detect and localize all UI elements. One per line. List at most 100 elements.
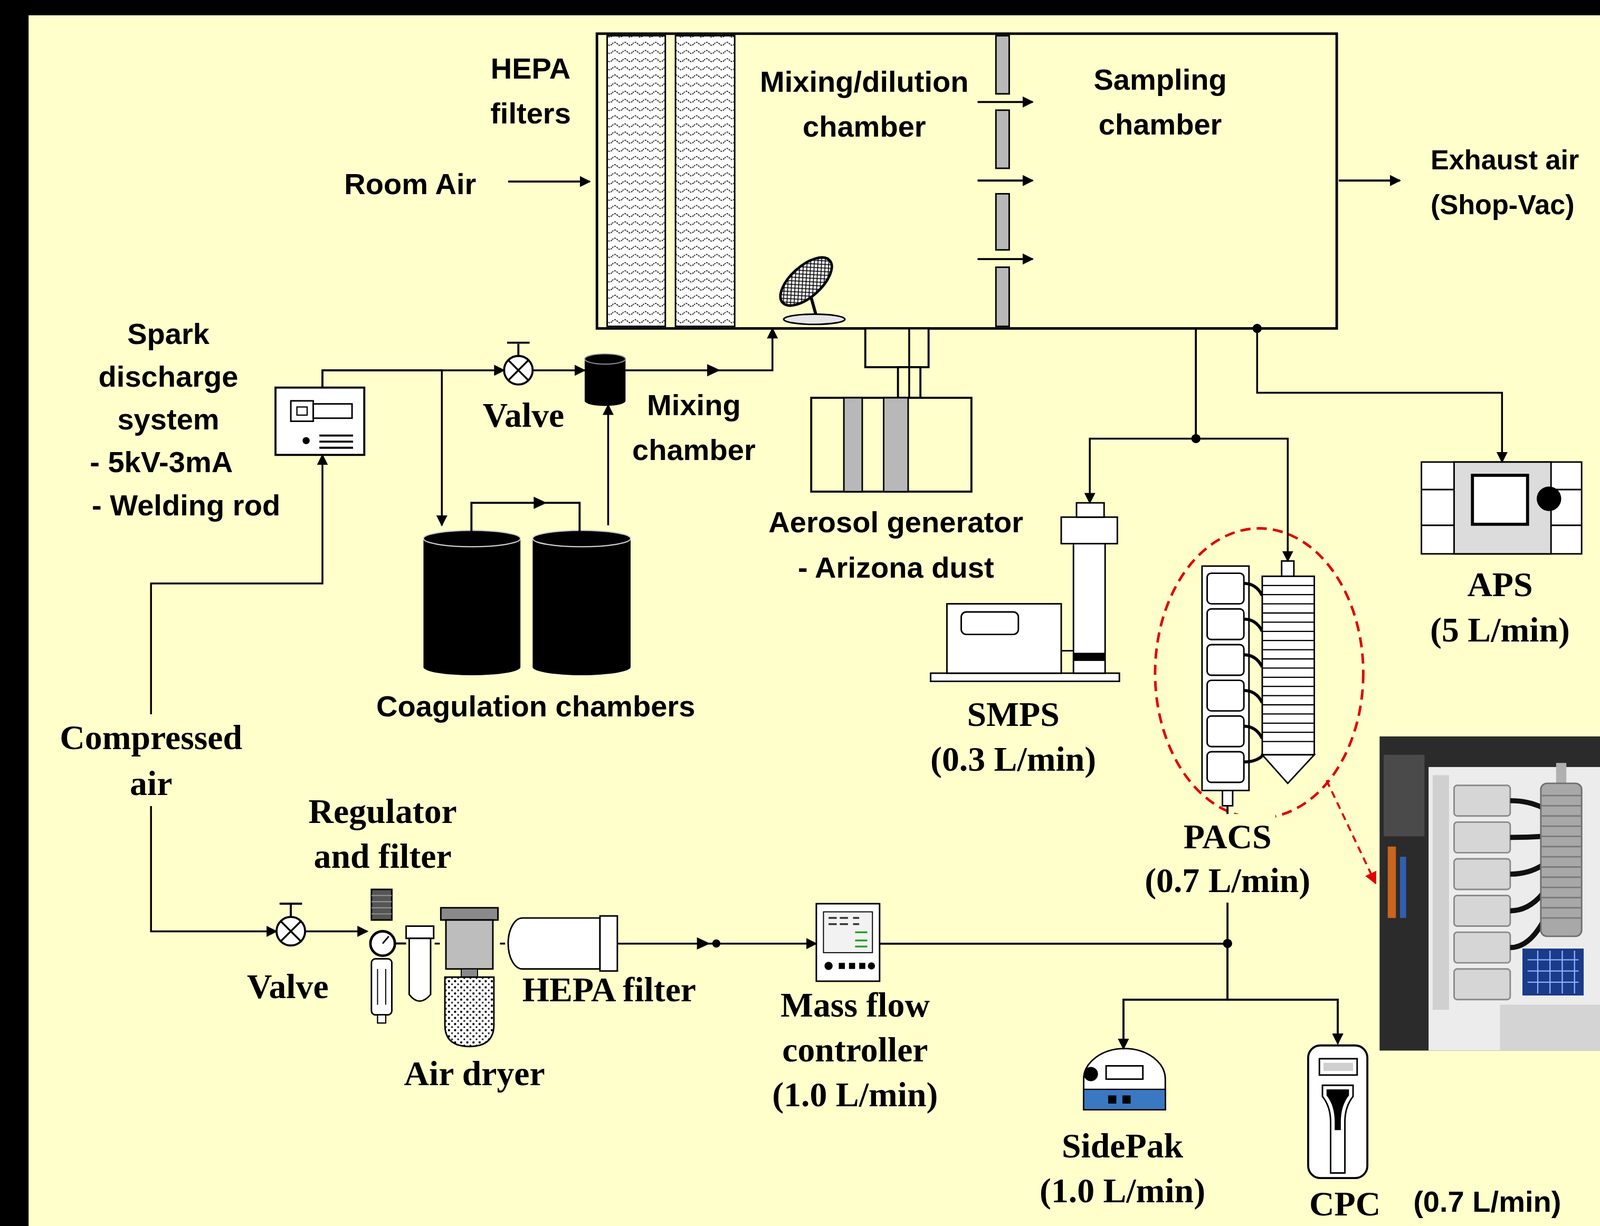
flow-connector xyxy=(908,328,911,399)
air-dryer-icon xyxy=(440,908,498,1047)
cpc-counter: CPC(0.7 L/min) xyxy=(1308,1043,1368,1181)
spark-generator-icon xyxy=(319,434,354,437)
spark-generator-icon xyxy=(302,436,310,445)
valve-icon xyxy=(508,360,529,382)
baffle-plate xyxy=(995,267,1009,327)
valve-symbol: Valve xyxy=(503,356,533,385)
mass-flow-controller-icon xyxy=(854,932,868,947)
flow-arrows xyxy=(508,180,590,183)
pacs-icon xyxy=(1281,560,1294,577)
node-label: Spark discharge system xyxy=(81,312,256,442)
flow-connector xyxy=(625,328,773,371)
aerosol-generator: Aerosol generator- Arizona dust xyxy=(811,397,972,492)
sidepak-monitor: SidePak(1.0 L/min) xyxy=(1081,1049,1168,1113)
coagulation-cylinders-icon xyxy=(423,530,521,547)
cpc-icon xyxy=(1308,1045,1368,1179)
chamber-housing xyxy=(675,35,735,327)
mass-flow-controller-icon xyxy=(823,911,873,953)
node-label: (5 L/min) xyxy=(1430,607,1570,653)
regulator-icon xyxy=(370,889,434,1024)
valve-icon xyxy=(503,356,533,385)
smps-icon xyxy=(1073,652,1106,661)
node-label: Sampling chamber xyxy=(1037,56,1283,147)
air-dryer-icon xyxy=(445,920,493,970)
regulator-icon xyxy=(408,938,431,1002)
valve-icon xyxy=(503,343,533,385)
coagulation-chambers: Coagulation chambers xyxy=(423,525,631,676)
photo-valves xyxy=(1453,785,1510,817)
callout-ellipse xyxy=(1155,528,1364,819)
cpc-icon xyxy=(1323,1063,1354,1072)
regulator-icon xyxy=(371,896,393,915)
node-label: SMPS xyxy=(966,691,1060,737)
node-label: (1.0 L/min) xyxy=(772,1072,938,1118)
spark-generator-icon xyxy=(319,446,354,450)
flow-connector xyxy=(322,370,504,388)
pacs-valves xyxy=(1207,680,1245,712)
pacs-icon xyxy=(1202,560,1315,806)
valve-icon xyxy=(279,902,303,906)
pacs-icon xyxy=(1202,566,1250,791)
chamber-region: Sampling chamber xyxy=(1008,33,1337,329)
pacs-icon xyxy=(1222,790,1233,806)
mass-flow-controller: Mass flow controller(1.0 L/min) xyxy=(816,903,880,982)
regulator-icon xyxy=(371,958,393,1015)
filter-region: HEPA filters xyxy=(596,33,737,329)
node-label: Air dryer xyxy=(404,1051,546,1097)
sidepak-icon xyxy=(1106,1065,1144,1080)
node-label: CPC xyxy=(1309,1183,1381,1225)
pacs-valves xyxy=(1207,751,1245,783)
pacs-photo xyxy=(1428,767,1600,1051)
aps-icon xyxy=(1472,475,1528,525)
photo-valves xyxy=(1453,896,1510,927)
pacs-icon xyxy=(1262,585,1315,742)
hepa-filter-icon xyxy=(600,916,618,971)
sidepak-icon xyxy=(1083,1049,1166,1111)
background-frame xyxy=(28,15,1600,1226)
coagulation-cylinders-icon xyxy=(532,538,631,668)
aps-icon xyxy=(1550,524,1582,527)
smps-icon xyxy=(1061,517,1118,544)
node-label: Mass flow controller xyxy=(763,982,947,1073)
chamber-region: Mixing/dilution chamber xyxy=(736,33,996,329)
pacs-sampler: PACS(0.7 L/min) xyxy=(1198,561,1317,807)
spark-generator-icon xyxy=(319,440,354,443)
smps-icon xyxy=(1076,502,1104,518)
pacs-valves xyxy=(1243,583,1263,763)
pacs-valves xyxy=(1207,644,1245,676)
mass-flow-controller-icon xyxy=(868,962,876,970)
valve-icon xyxy=(276,917,306,946)
edge-label: Compressed air xyxy=(49,714,254,807)
aps-icon xyxy=(1421,524,1455,527)
node-label: (0.7 L/min) xyxy=(1413,1181,1561,1223)
aps-icon xyxy=(1453,462,1551,555)
baffle-plate xyxy=(995,35,1009,94)
cpc-icon xyxy=(1308,1045,1368,1179)
sidepak-icon xyxy=(1083,1049,1166,1111)
pacs-valves xyxy=(1207,573,1263,783)
mass-flow-controller-icon xyxy=(828,918,860,925)
flow-arrows xyxy=(1338,179,1400,182)
pacs-photo xyxy=(1379,736,1600,1052)
cpc-icon xyxy=(1326,1089,1350,1131)
smps-icon xyxy=(946,604,1062,674)
aerosol-generator-icon xyxy=(843,397,863,492)
flow-connector xyxy=(434,943,441,946)
spark-generator-icon xyxy=(275,387,365,456)
flow-connector xyxy=(499,943,506,946)
mass-flow-controller-icon xyxy=(838,963,865,970)
aps-instrument: APS(5 L/min) xyxy=(1421,462,1583,555)
baffle-plate xyxy=(995,110,1009,169)
flow-connector xyxy=(879,944,1228,1050)
node-label: Regulator and filter xyxy=(285,788,480,879)
node-label: (1.0 L/min) xyxy=(1039,1168,1206,1214)
pacs-photo xyxy=(1527,950,1579,994)
regulator-icon xyxy=(394,943,406,946)
aerosol-generator-icon xyxy=(811,328,972,492)
cpc-icon xyxy=(1322,1085,1354,1174)
coagulation-cylinders-icon xyxy=(423,659,521,676)
flow-connector xyxy=(150,454,323,932)
spark-generator-icon xyxy=(290,401,314,422)
photo-valves xyxy=(1453,859,1510,890)
